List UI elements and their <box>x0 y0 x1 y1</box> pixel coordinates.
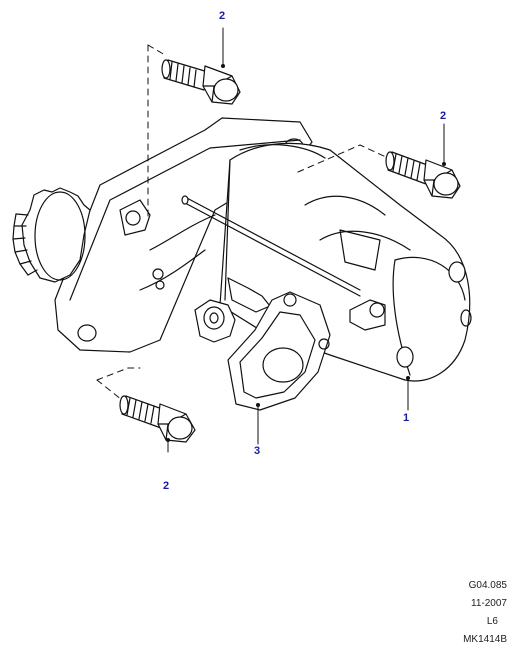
solenoid-terminal <box>194 277 271 343</box>
model-label: L6 <box>486 616 498 627</box>
callout-starter-motor: 1 <box>403 412 410 424</box>
date-label: 11-2007 <box>471 598 507 609</box>
figure-ref: G04.085 <box>468 580 507 591</box>
drawing-id: MK1414B <box>463 634 507 645</box>
callout-bolt-bottom: 2 <box>163 480 170 492</box>
guide-lines <box>96 44 389 401</box>
solenoid-cover <box>227 291 331 411</box>
bolt-top <box>161 59 241 105</box>
callout-bolt-right: 2 <box>440 110 447 122</box>
leader-lines <box>167 27 445 453</box>
bolt-bottom <box>119 395 196 443</box>
pinion-gear <box>12 187 91 283</box>
callout-bolt-top: 2 <box>219 10 226 22</box>
through-bolt-rod <box>181 195 361 297</box>
bolt-right <box>385 151 461 199</box>
callout-solenoid-cover: 3 <box>254 445 261 457</box>
